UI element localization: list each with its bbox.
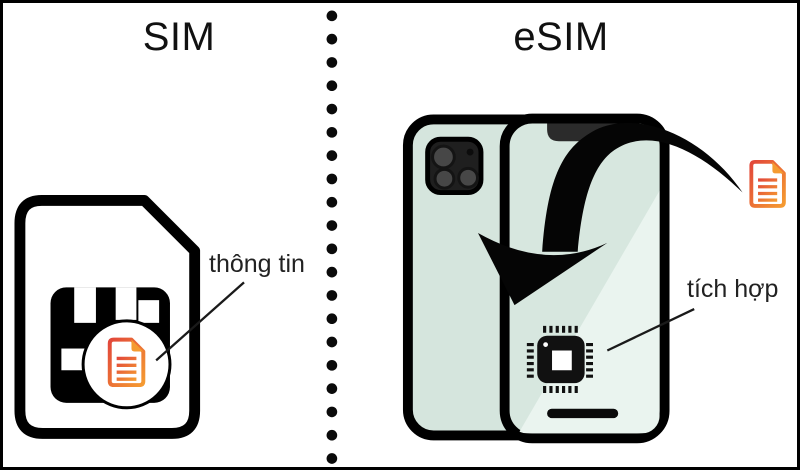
home-bar [547,408,619,419]
camera-lens [431,144,456,170]
thongtin-pointer-line [155,281,245,362]
sim-card-icon [14,195,245,439]
tichhop-label: tích hợp [687,275,779,303]
thongtin-label: thông tin [209,250,305,278]
camera-lens [457,166,479,189]
curved-arrow-icon [477,122,743,306]
divider-dotted-line [326,10,338,464]
camera-lens [433,167,456,190]
document-icon [749,159,786,208]
tichhop-pointer-line [606,308,695,352]
camera-flash-dot [466,148,474,156]
chip-icon [526,325,594,393]
document-icon [107,337,146,388]
camera-module-icon [425,136,484,196]
diagram-artwork [14,10,786,464]
right-panel-title: eSIM [513,15,609,59]
left-panel-title: SIM [142,15,216,59]
